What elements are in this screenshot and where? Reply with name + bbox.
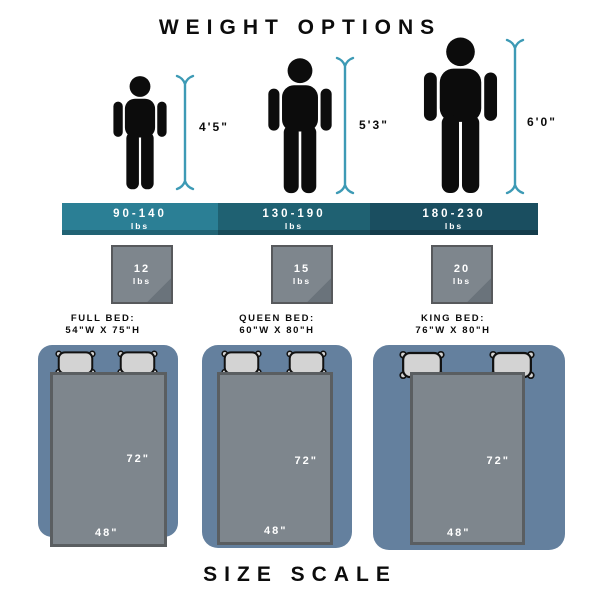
blanket-weight-unit: lbs <box>132 276 152 286</box>
blanket-diagram: 72" 48" <box>217 372 333 545</box>
height-bracket-icon <box>505 38 525 195</box>
height-label: 5'3" <box>359 118 389 132</box>
bed-dimensions: 76"W X 80"H <box>415 325 491 336</box>
weight-range-segment: 180-230 lbs <box>370 203 538 235</box>
height-label: 4'5" <box>199 120 229 134</box>
bed-dimensions: 60"W X 80"H <box>239 325 315 336</box>
weight-range-unit: lbs <box>444 220 464 231</box>
height-bracket-icon <box>335 56 355 195</box>
blanket-length-label: 72" <box>486 455 510 467</box>
blanket-diagram: 72" 48" <box>410 372 525 545</box>
blanket-weight-value: 12 <box>133 263 151 275</box>
weight-range-value: 180-230 <box>422 207 486 220</box>
blanket-weight-square: 15 lbs <box>271 245 333 304</box>
king-bed-diagram: 72" 48" <box>373 345 565 550</box>
page-title: WEIGHT OPTIONS <box>158 16 442 39</box>
weight-range-unit: lbs <box>284 220 304 231</box>
blanket-weight-unit: lbs <box>292 276 312 286</box>
weight-range-unit: lbs <box>130 220 150 231</box>
bed-name: FULL BED: <box>70 313 136 324</box>
folded-corner-icon <box>467 278 491 302</box>
bed-size-label: QUEEN BED: 60"W X 80"H <box>197 313 357 337</box>
height-bracket-icon <box>175 74 195 191</box>
queen-bed-diagram: 72" 48" <box>202 345 352 548</box>
folded-corner-icon <box>307 278 331 302</box>
weight-range-segment: 90-140 lbs <box>62 203 218 235</box>
blanket-weight-value: 15 <box>293 263 311 275</box>
blanket-weight-square: 20 lbs <box>431 245 493 304</box>
weight-range-value: 90-140 <box>113 207 167 220</box>
weight-range-value: 130-190 <box>262 207 326 220</box>
blanket-width-label: 48" <box>264 525 288 537</box>
bed-size-label: FULL BED: 54"W X 75"H <box>23 313 183 337</box>
blanket-width-label: 48" <box>95 527 119 539</box>
person-icon <box>268 58 332 194</box>
blanket-diagram: 72" 48" <box>50 372 167 547</box>
weight-range-bar: 90-140 lbs 130-190 lbs 180-230 lbs <box>62 203 538 235</box>
bed-size-label: KING BED: 76"W X 80"H <box>373 313 533 337</box>
blanket-length-label: 72" <box>294 455 318 467</box>
blanket-width-label: 48" <box>447 527 471 539</box>
bed-name: KING BED: <box>420 313 485 324</box>
blanket-weight-unit: lbs <box>452 276 472 286</box>
blanket-weight-square: 12 lbs <box>111 245 173 304</box>
person-icon <box>423 37 498 194</box>
full-bed-diagram: 72" 48" <box>38 345 178 547</box>
folded-corner-icon <box>147 278 171 302</box>
person-icon <box>113 76 167 190</box>
blanket-length-label: 72" <box>126 453 150 465</box>
bed-name: QUEEN BED: <box>239 313 315 324</box>
height-label: 6'0" <box>527 115 557 129</box>
bed-dimensions: 54"W X 75"H <box>65 325 141 336</box>
section-title-size-scale: SIZE SCALE <box>203 563 397 586</box>
blanket-weight-value: 20 <box>453 263 471 275</box>
weight-range-segment: 130-190 lbs <box>218 203 370 235</box>
